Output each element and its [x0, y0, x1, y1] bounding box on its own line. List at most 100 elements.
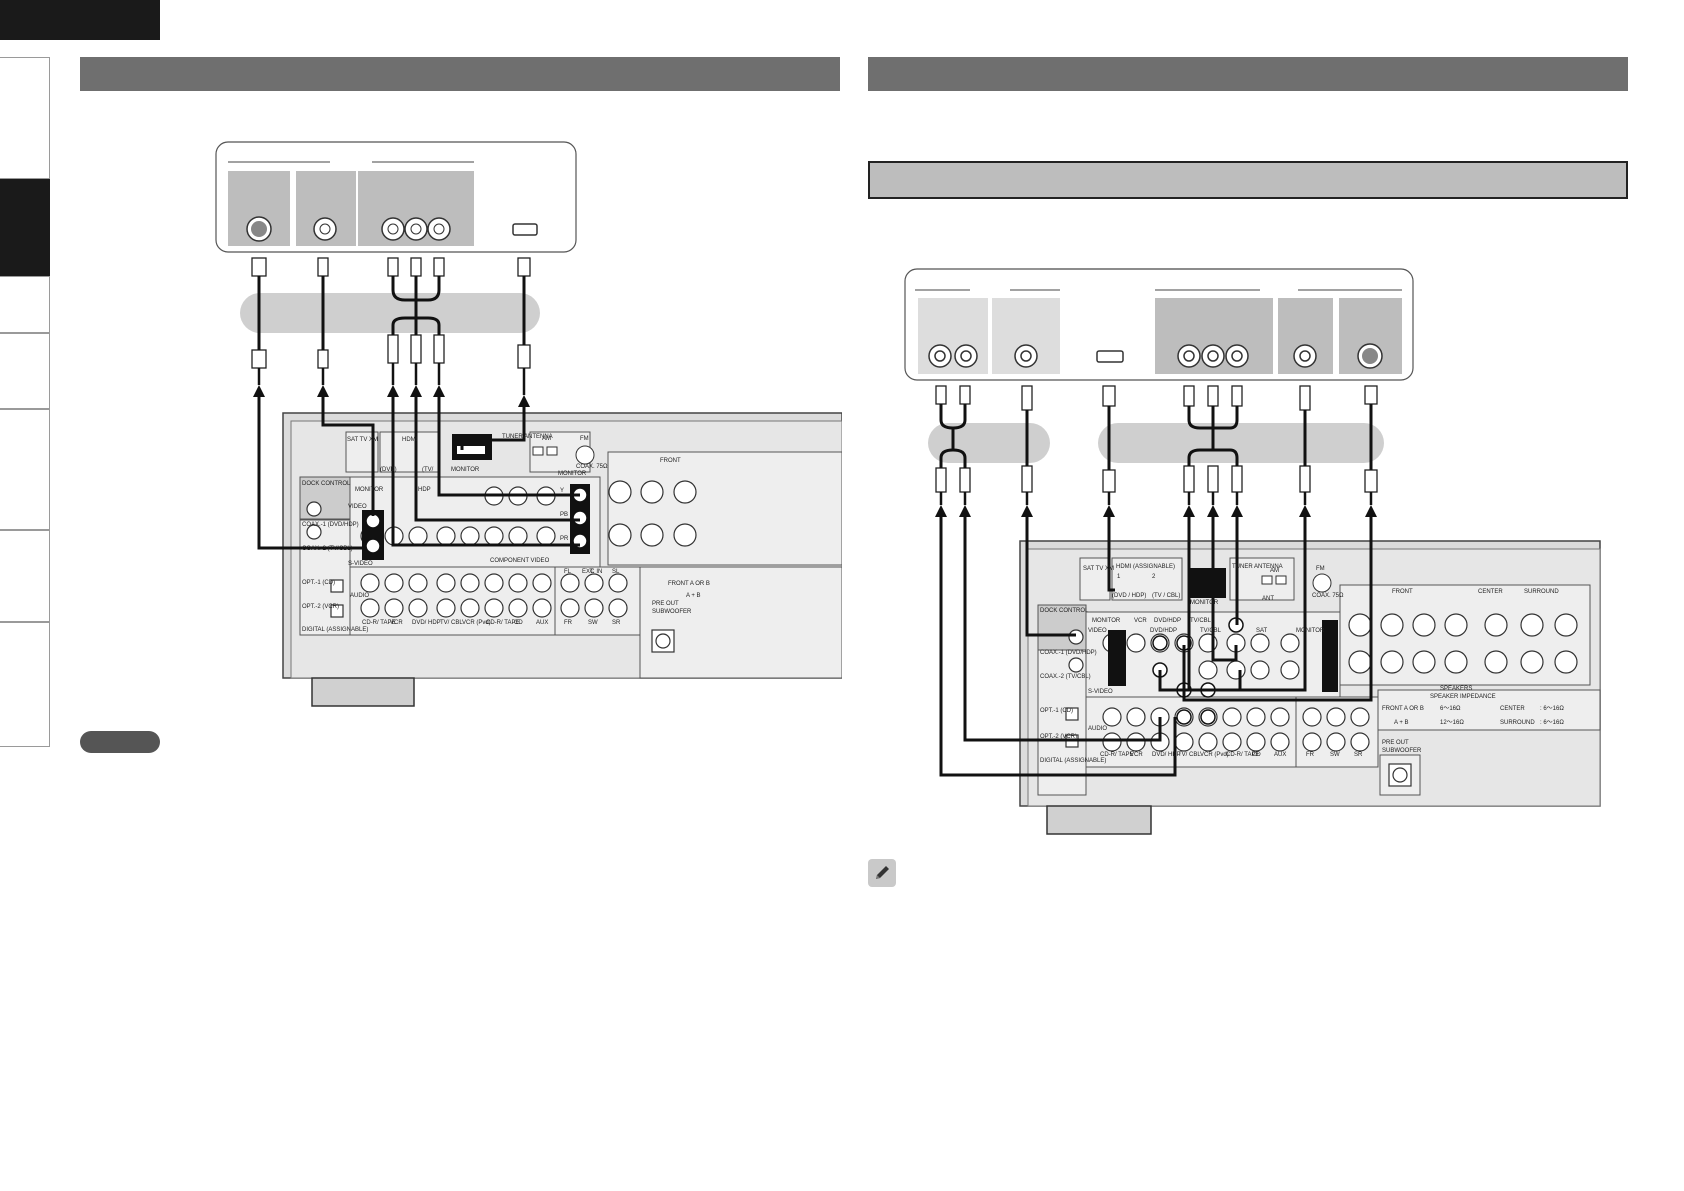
sidebar-tab-7[interactable] — [0, 622, 50, 747]
right-connection-diagram: SAT TV XM HDMI (ASSIGNABLE) 1 2 (DVD / H… — [904, 268, 1601, 835]
left-dvd: (DVD) — [380, 467, 397, 473]
left-cdr-tape2: CD-R/ TAPE — [486, 620, 519, 626]
right-monitor2: MONITOR — [1092, 618, 1121, 624]
right-monitor-comp: MONITOR — [1296, 628, 1325, 634]
left-coax: COAX. 75Ω — [576, 464, 608, 470]
left-digital: DIGITAL (ASSIGNABLE) — [302, 627, 368, 633]
left-receiver-foot — [311, 677, 415, 707]
sidebar-tab-4[interactable] — [0, 333, 50, 409]
left-vcr-pvr: VCR (Pvd) — [462, 620, 491, 626]
left-fl: FL — [564, 569, 572, 575]
left-tuner-antenna: TUNER ANTENNA — [502, 434, 553, 440]
right-dvd-hdp3: DVD/ HDP — [1152, 752, 1181, 758]
left-front: FRONT — [660, 458, 681, 464]
note-icon — [80, 731, 160, 753]
right-sw: SW — [1330, 752, 1340, 758]
left-vcr: VCR — [390, 620, 403, 626]
right-speakers: SPEAKERS — [1440, 686, 1472, 692]
right-svideo: S-VIDEO — [1088, 689, 1113, 695]
right-coax1: COAX.-1 (DVD/HDP) — [1040, 650, 1097, 656]
left-opt2: OPT.-2 (VCR) — [302, 604, 339, 610]
right-audio-panel — [918, 298, 988, 374]
right-receiver-foot — [1046, 805, 1152, 835]
right-tv-cbl-comp: TV/CBL — [1200, 628, 1222, 634]
right-tv-cbl2: TV/CBL — [1190, 618, 1212, 624]
right-pre-out: PRE OUT — [1382, 740, 1409, 746]
left-monitor2: MONITOR — [558, 471, 587, 477]
left-section-header-bar — [80, 57, 840, 91]
left-audio: AUDIO — [350, 593, 369, 599]
left-sl: SL — [612, 569, 620, 575]
right-audio: AUDIO — [1088, 726, 1107, 732]
right-front: FRONT — [1392, 589, 1413, 595]
left-video: VIDEO — [348, 504, 367, 510]
right-ohm-12-16: 12～16Ω — [1440, 720, 1464, 726]
sidebar-tab-6[interactable] — [0, 530, 50, 622]
right-fr: FR — [1306, 752, 1315, 758]
left-a-b: A + B — [686, 593, 701, 599]
sidebar-tab-3[interactable] — [0, 276, 50, 333]
right-in2: 2 — [1152, 574, 1156, 580]
left-opt1: OPT.-1 (CD) — [302, 580, 335, 586]
left-fm: FM — [580, 436, 589, 442]
left-connection-diagram: SAT TV XM HDMI (DVD) (TV/ TUNER ANTENNA … — [215, 141, 842, 707]
right-surround: SURROUND — [1524, 589, 1559, 595]
right-sr: SR — [1354, 752, 1363, 758]
right-coax: COAX. 75Ω — [1312, 593, 1344, 599]
right-video: VIDEO — [1088, 628, 1107, 634]
right-digital: DIGITAL (ASSIGNABLE) — [1040, 758, 1106, 764]
right-tv-cbl3: TV/ CBL — [1178, 752, 1201, 758]
left-hdp: HDP — [418, 487, 431, 493]
left-pr: PR — [560, 536, 569, 542]
left-am: AM — [542, 436, 551, 442]
right-vcr2: VCR — [1130, 752, 1143, 758]
right-front-ab: FRONT A OR B — [1382, 706, 1424, 712]
left-monitor: MONITOR — [355, 487, 384, 493]
left-cdr-tape: CD-R/ TAPE — [362, 620, 395, 626]
left-pre-out: PRE OUT — [652, 601, 679, 607]
right-aux: AUX — [1274, 752, 1286, 758]
left-fr: FR — [564, 620, 573, 626]
sidebar-tab-5[interactable] — [0, 409, 50, 530]
left-hdmi: HDMI — [402, 437, 418, 443]
right-ohm-s: : 6～16Ω — [1540, 720, 1564, 726]
left-monitor-out: MONITOR — [451, 467, 480, 473]
left-sr: SR — [612, 620, 621, 626]
left-subwoofer: SUBWOOFER — [652, 609, 692, 615]
right-hdmi-assignable: HDMI (ASSIGNABLE) — [1116, 564, 1175, 570]
right-vcr: VCR — [1134, 618, 1147, 624]
left-sat-tv-xm: SAT TV XM — [347, 437, 378, 443]
right-opt1: OPT.-1 (CD) — [1040, 708, 1073, 714]
right-sat-comp: SAT — [1256, 628, 1268, 634]
right-cable-band-video — [1098, 423, 1384, 463]
sidebar-tab-1[interactable] — [0, 57, 50, 179]
right-sat-tv-xm: SAT TV XM — [1083, 566, 1114, 572]
left-dvd-hdp2: DVD/ HDP — [412, 620, 441, 626]
right-ohm-c: : 6～16Ω — [1540, 706, 1564, 712]
right-cdr-tape: CD-R/ TAPE — [1100, 752, 1133, 758]
right-cable-band-audio — [928, 423, 1050, 463]
right-in1: 1 — [1117, 574, 1121, 580]
section-tab-header — [0, 0, 160, 40]
left-front-ab: FRONT A OR B — [668, 581, 710, 587]
left-coax2: COAX.-2 (TV/CBL) — [302, 546, 353, 552]
left-cable-band — [240, 293, 540, 333]
right-coax2: COAX.-2 (TV/CBL) — [1040, 674, 1091, 680]
right-subsection-bar — [868, 161, 1628, 199]
left-y: Y — [560, 488, 564, 494]
right-cd: CD — [1252, 752, 1261, 758]
left-sw: SW — [588, 620, 598, 626]
left-component-video: COMPONENT VIDEO — [490, 558, 550, 564]
sidebar-tab-2-active[interactable] — [0, 179, 50, 276]
right-dock-control: DOCK CONTROL — [1040, 608, 1089, 614]
left-coax1: COAX.-1 (DVD/HDP) — [302, 522, 359, 528]
right-a-b: A + B — [1394, 720, 1409, 726]
right-vcr-pvr: VCR (Pvd) — [1200, 752, 1229, 758]
right-center2: CENTER — [1500, 706, 1525, 712]
right-section-header-bar — [868, 57, 1628, 91]
right-ant: ANT — [1262, 596, 1274, 602]
left-svideo: S-VIDEO — [348, 561, 373, 567]
right-tv-cbl: (TV / CBL) — [1152, 593, 1180, 599]
pencil-icon — [868, 859, 896, 887]
left-aux: AUX — [536, 620, 548, 626]
